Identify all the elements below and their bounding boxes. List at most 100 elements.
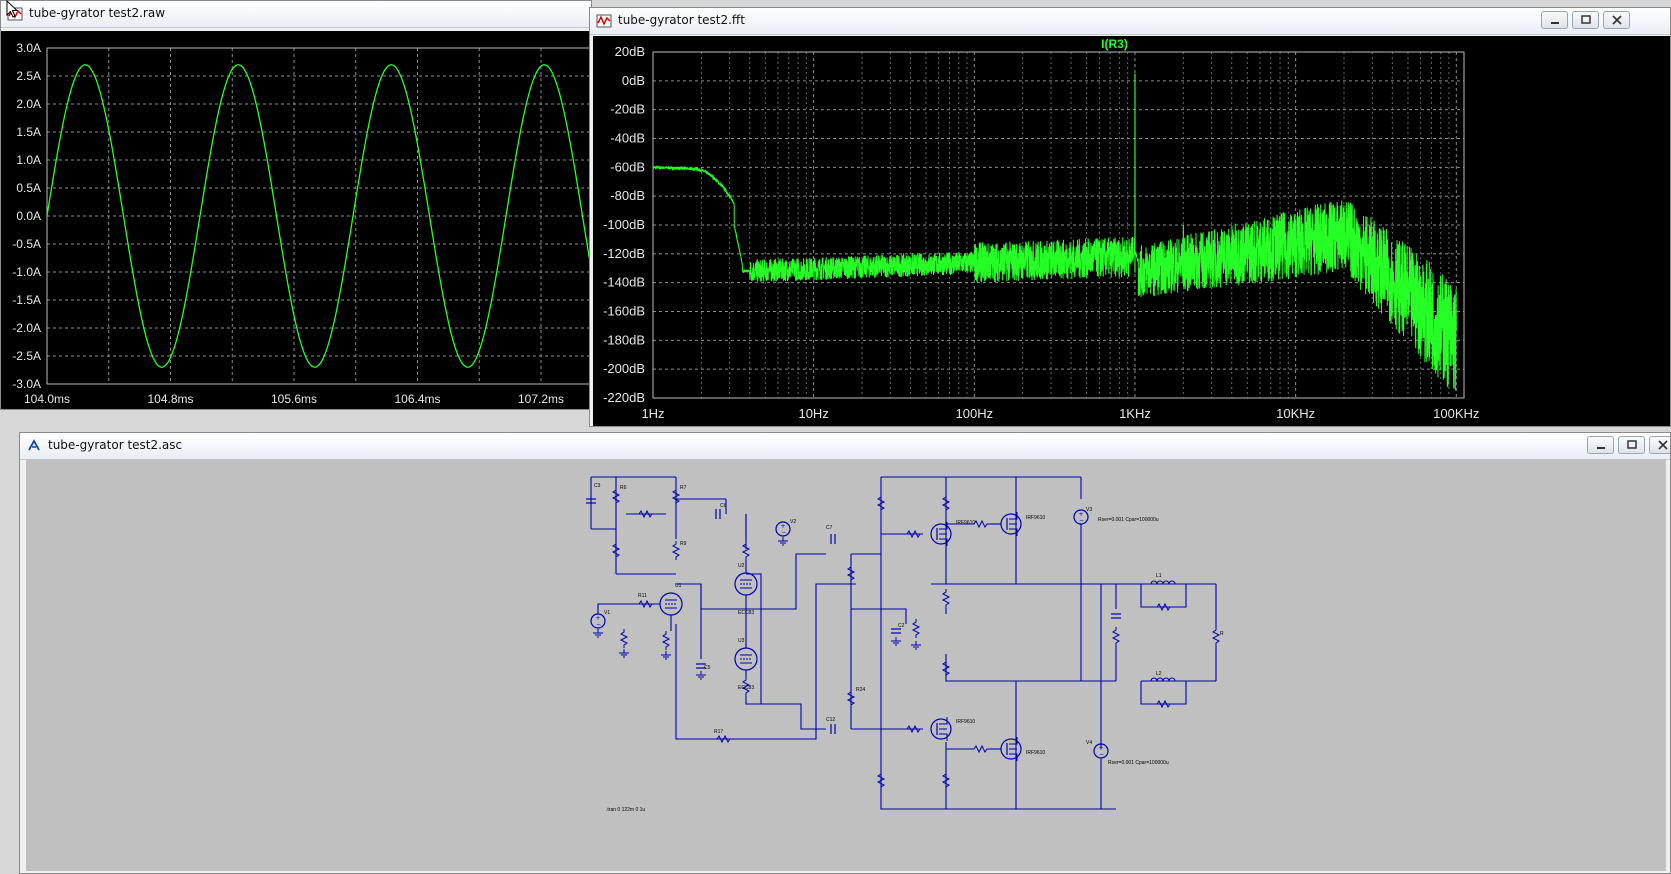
capacitor-icon: [715, 509, 721, 519]
raw-window-title: tube-gyrator test2.raw: [29, 6, 166, 20]
wire: [1140, 681, 1187, 705]
fft-window-title: tube-gyrator test2.fft: [618, 13, 745, 27]
ground-icon: [661, 651, 671, 660]
raw-y-tick-label: 1.0A: [16, 153, 41, 167]
resistor-icon: [971, 519, 990, 529]
raw-y-tick-label: -1.0A: [12, 265, 41, 279]
capacitor-icon: [696, 663, 706, 669]
close-button[interactable]: [1649, 436, 1670, 454]
resistor-icon: [876, 494, 886, 513]
label-V1: V1: [604, 610, 610, 616]
schematic-window-titlebar[interactable]: tube-gyrator test2.asc: [20, 433, 1670, 460]
resistor-icon: [636, 509, 655, 519]
mosfet-icon: [1000, 737, 1022, 761]
resistor-icon: [941, 589, 951, 608]
restore-icon: [1581, 15, 1591, 24]
ground-icon: [593, 629, 603, 638]
raw-y-tick-label: 1.5A: [16, 125, 41, 139]
fft-y-tick-label: 0dB: [622, 73, 645, 88]
resistor-icon: [904, 724, 923, 734]
wire: [746, 703, 826, 730]
resistor-icon: [941, 494, 951, 513]
ground-icon: [696, 671, 706, 680]
resistor-icon: [661, 631, 671, 650]
raw-trace: [46, 64, 591, 368]
resistor-icon: [714, 734, 733, 744]
resistor-icon: [611, 487, 621, 506]
restore-button[interactable]: [1572, 11, 1599, 29]
wire: [675, 583, 856, 740]
label-ecc83-2: ECC83: [738, 685, 754, 691]
svg-text:+: +: [1099, 745, 1104, 752]
resistor-icon: [941, 771, 951, 790]
wire: [945, 521, 971, 525]
raw-y-tick-label: -2.0A: [12, 321, 41, 335]
waveform-icon: [596, 14, 612, 28]
label-V4: V4: [1086, 740, 1092, 746]
restore-icon: [1627, 440, 1637, 449]
resistor-icon: [1154, 602, 1173, 612]
fft-window-titlebar[interactable]: tube-gyrator test2.fft: [590, 8, 1670, 35]
resistor-icon: [876, 771, 886, 790]
resistor-icon: [636, 599, 655, 609]
raw-plot[interactable]: 3.0A2.5A2.0A1.5A1.0A0.5A0.0A-0.5A-1.0A-1…: [1, 31, 592, 410]
close-icon: [1612, 15, 1622, 25]
capacitor-icon: [1111, 613, 1121, 619]
fft-y-tick-label: -200dB: [603, 361, 645, 376]
restore-button[interactable]: [1618, 436, 1645, 454]
svg-text:−: −: [781, 529, 786, 536]
label-R7: R7: [680, 485, 687, 491]
fft-x-tick-label: 1KHz: [1119, 406, 1151, 421]
label-C2: C2: [898, 623, 905, 629]
label-C6: C6: [720, 503, 727, 509]
minimize-icon: [1551, 22, 1559, 24]
raw-y-tick-label: 0.5A: [16, 181, 41, 195]
svg-text:−: −: [1099, 751, 1104, 758]
label-C12: C12: [826, 717, 835, 723]
label-mosfet-1: IRF9610: [956, 520, 975, 526]
resistor-icon: [741, 677, 751, 696]
close-button[interactable]: [1603, 11, 1630, 29]
fft-x-tick-label: 100KHz: [1433, 406, 1479, 421]
resistor-icon: [911, 619, 921, 638]
wire: [945, 654, 1116, 682]
label-R24: R24: [856, 687, 865, 693]
raw-y-tick-label: -2.5A: [12, 349, 41, 363]
fft-window-controls: [1541, 11, 1630, 29]
minimize-button[interactable]: [1587, 436, 1614, 454]
raw-y-tick-label: -3.0A: [12, 377, 41, 391]
minimize-button[interactable]: [1541, 11, 1568, 29]
capacitor-icon: [830, 534, 836, 544]
schematic-window-controls: [1587, 436, 1670, 454]
raw-window-titlebar[interactable]: tube-gyrator test2.raw: [1, 1, 591, 28]
voltage-source-icon: +−: [775, 521, 791, 537]
raw-x-tick-label: 104.8ms: [147, 392, 193, 406]
label-V2: V2: [790, 519, 796, 525]
fft-x-tick-label: 10KHz: [1276, 406, 1315, 421]
fft-y-tick-label: -100dB: [603, 217, 645, 232]
fft-y-tick-label: -60dB: [610, 159, 645, 174]
resistor-icon: [1154, 699, 1173, 709]
schematic-icon: [28, 439, 40, 451]
resistor-icon: [904, 529, 923, 539]
raw-y-tick-label: 3.0A: [16, 41, 41, 55]
wire: [880, 799, 946, 810]
label-v4-params: Rser=0.001 Cpar=100000u: [1108, 760, 1169, 766]
capacitor-icon: [830, 724, 836, 734]
label-R6: R6: [620, 485, 627, 491]
fft-trace-label: I(R3): [1101, 37, 1128, 51]
raw-x-tick-label: 107.2ms: [518, 392, 564, 406]
wire: [851, 608, 907, 624]
resistor-icon: [741, 541, 751, 560]
minimize-icon: [1597, 447, 1605, 449]
inductor-icon: [1150, 580, 1176, 585]
label-L2: L2: [1156, 671, 1162, 677]
